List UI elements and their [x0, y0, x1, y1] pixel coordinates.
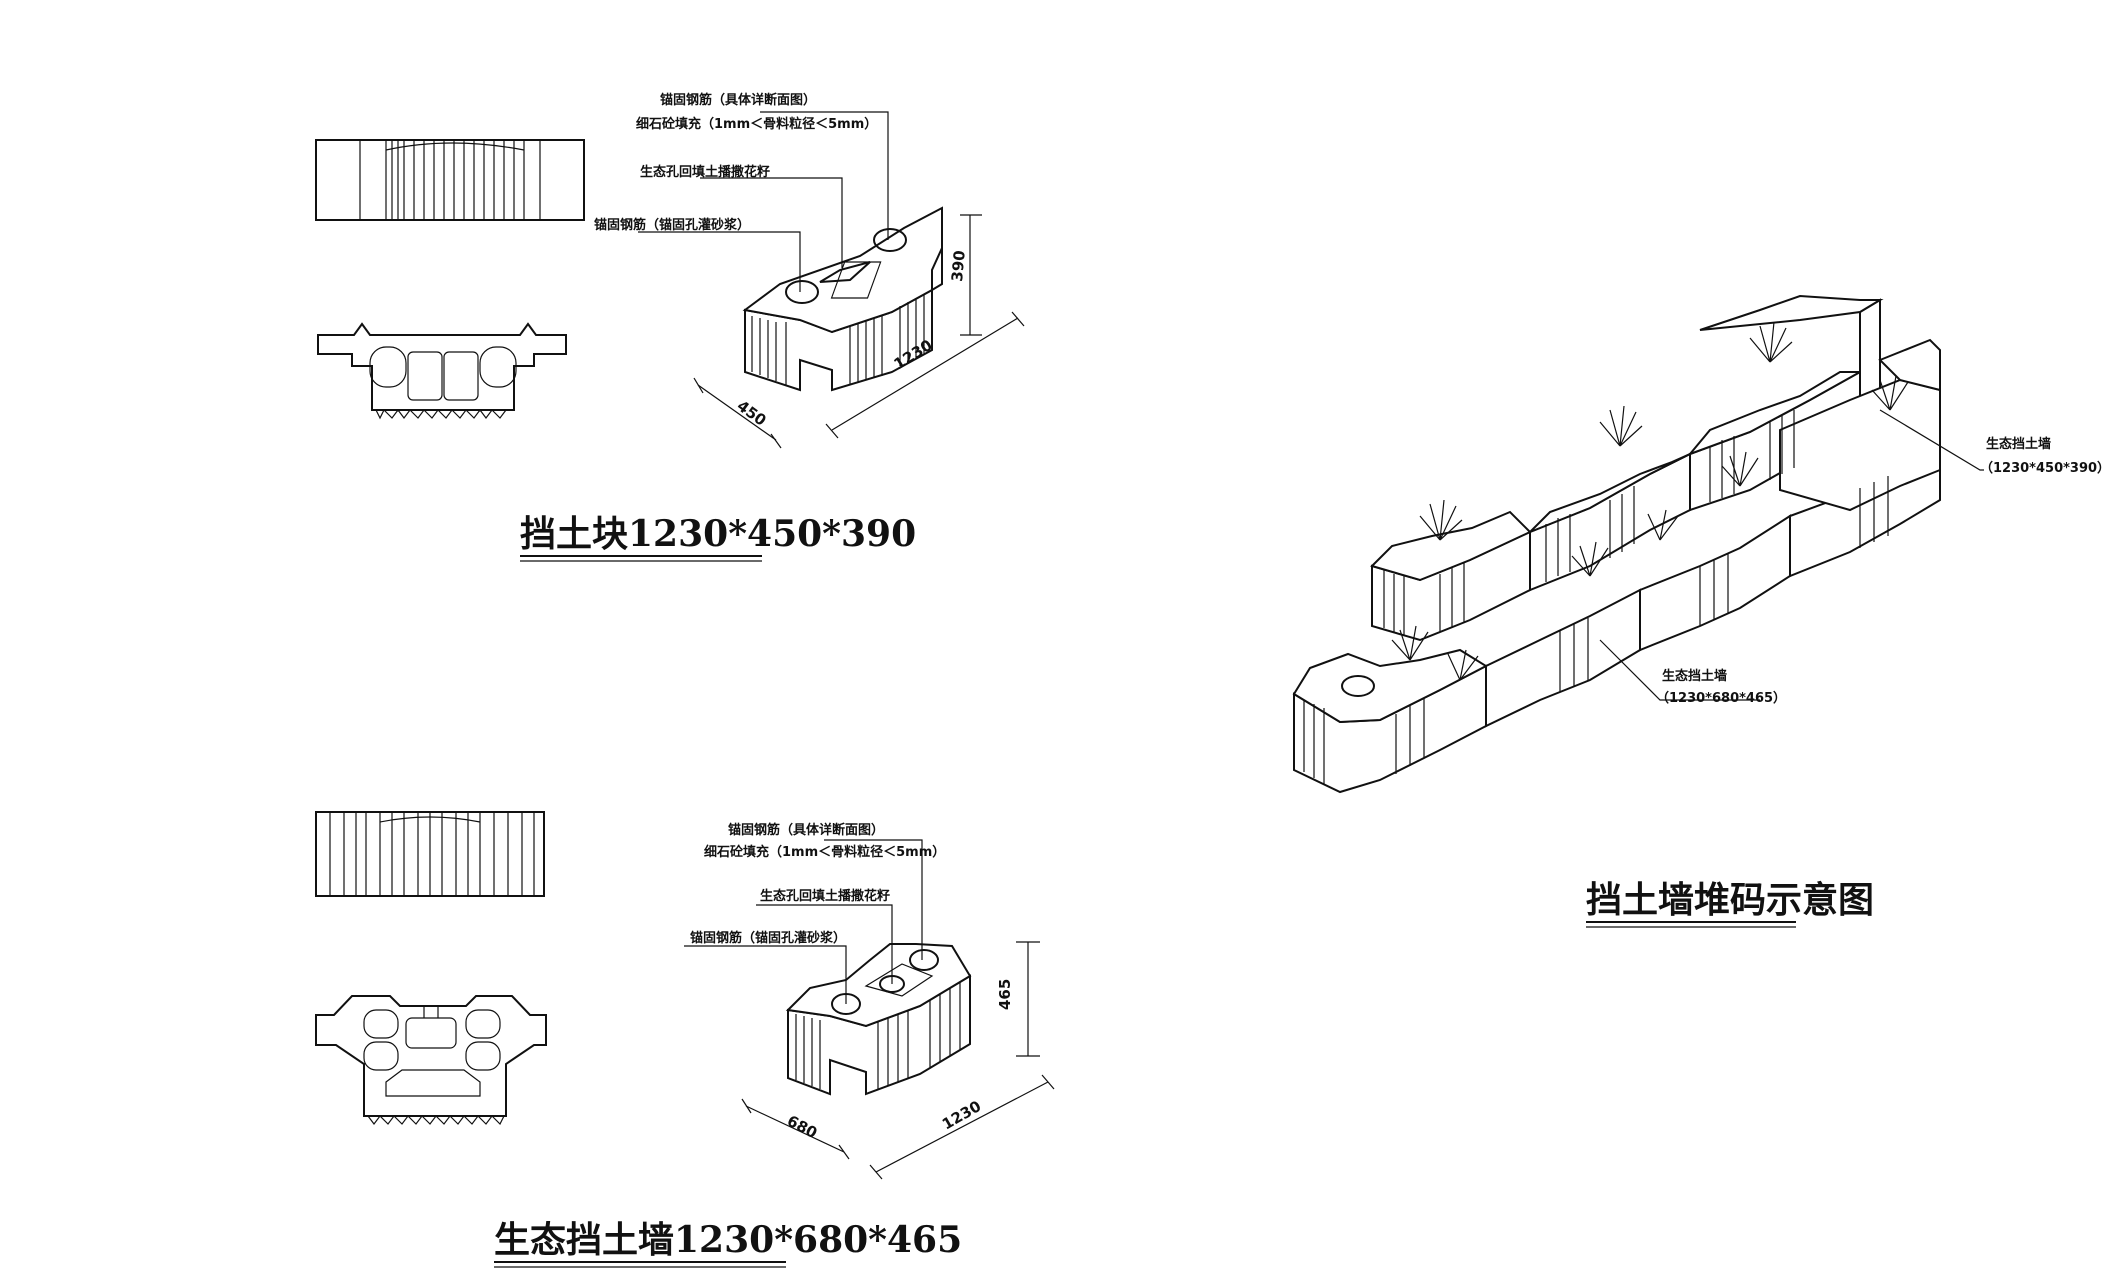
- block-b-elevation: [315, 811, 545, 897]
- block-b-callout-eco: 生态孔回填土播撒花籽: [760, 888, 890, 904]
- plant-tufts: [1391, 321, 1909, 681]
- stack-label-top: 生态挡土墙: [1986, 436, 2051, 452]
- block-a-plan: [317, 322, 567, 420]
- block-a-callout-grout: 锚固钢筋（锚固孔灌砂浆）: [594, 217, 750, 233]
- stacking-diagram: [1292, 294, 1984, 794]
- block-b-dim-height: 465: [996, 979, 1014, 1010]
- block-a-elevation: [315, 139, 585, 221]
- block-b-callout-rebar: 锚固钢筋（具体详断面图）: [728, 822, 884, 838]
- block-a-dim-depth: 450: [734, 397, 770, 430]
- stack-label-bottom-size: （1230*680*465）: [1656, 690, 1786, 706]
- stack-title: 挡土墙堆码示意图: [1586, 879, 1874, 921]
- block-a-dim-height: 390: [948, 250, 969, 283]
- block-a-title: 挡土块1230*450*390: [520, 513, 916, 555]
- block-b-dim-length: 1230: [939, 1097, 984, 1133]
- stack-label-top-size: （1230*450*390）: [1980, 460, 2110, 476]
- stack-label-bottom: 生态挡土墙: [1662, 668, 1727, 684]
- block-a-callout-fill: 细石砼填充（1mm＜骨料粒径＜5mm）: [636, 116, 877, 132]
- block-b-isometric: [684, 839, 1055, 1180]
- block-a-isometric: [638, 111, 1025, 449]
- block-b-callout-fill: 细石砼填充（1mm＜骨料粒径＜5mm）: [704, 844, 945, 860]
- block-b-plan: [315, 995, 547, 1126]
- block-a-callout-eco: 生态孔回填土播撒花籽: [640, 164, 770, 180]
- block-b-title: 生态挡土墙1230*680*465: [494, 1219, 962, 1261]
- block-a-callout-rebar: 锚固钢筋（具体详断面图）: [660, 92, 816, 108]
- block-b-callout-grout: 锚固钢筋（锚固孔灌砂浆）: [690, 930, 846, 946]
